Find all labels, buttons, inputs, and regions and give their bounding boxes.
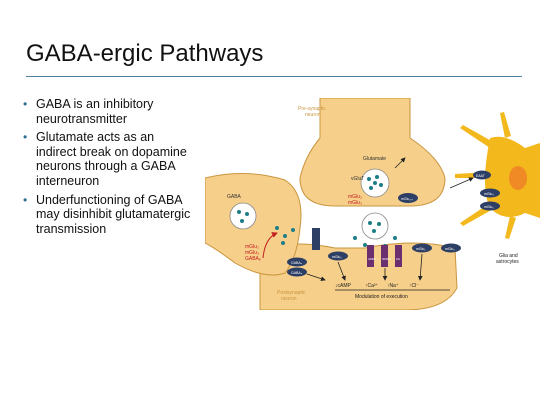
presynaptic-label-2: neuron [305, 112, 321, 118]
postsynaptic-label: Postsynaptic [277, 290, 306, 296]
gaba-a-receptor [287, 267, 307, 277]
camp-label: ↓cAMP [335, 283, 352, 289]
eaat-transporter [473, 170, 491, 180]
presyn-arrow [394, 157, 406, 169]
gaba-arrow [306, 273, 326, 282]
gaba-b-receptor [287, 257, 307, 267]
svg-text:EAAT: EAAT [476, 174, 486, 178]
svg-text:mGlu₅: mGlu₅ [484, 205, 494, 209]
postsynaptic-label-2: neuron [281, 296, 297, 302]
gaba-receptor-label-2: mGlu₃ [245, 250, 259, 256]
glutamate-dots [367, 175, 383, 190]
bullet-item: Glutamate acts as an indirect break on d… [22, 130, 192, 188]
astrocyte-nucleus [509, 166, 527, 190]
title-divider [26, 76, 522, 77]
mglu2-label: mGlu₂ [348, 194, 362, 200]
cl-label: ↑Cl⁻ [409, 283, 419, 289]
vglut-label: vGluT [351, 176, 364, 182]
glia-label: Glia and [499, 253, 518, 259]
gaba-receptor-label-1: mGlu₂ [245, 244, 259, 250]
svg-text:mGlu₂: mGlu₂ [332, 255, 342, 259]
svg-text:NMDA: NMDA [382, 257, 391, 261]
release-vesicle [361, 212, 389, 240]
mglu5-receptor [441, 243, 461, 253]
gaba-receptor-label-3: GABAₑ [245, 256, 261, 262]
ionotropic-receptors: AMPA NMDA KA [367, 245, 402, 267]
mglu1-arrow [417, 253, 423, 281]
bullet-item: Underfunctioning of GABA may disinhibit … [22, 193, 192, 237]
presynaptic-label: Pre-synaptic [298, 106, 326, 112]
modulation-label: Modulation of execution [355, 294, 408, 300]
svg-text:mGlu₄-₇: mGlu₄-₇ [401, 197, 414, 201]
ca-label: ↑Ca²⁺ [365, 283, 379, 289]
svg-text:AMPA: AMPA [368, 257, 376, 261]
red-inhibition-arrow [262, 232, 278, 259]
gaba-label: GABA [227, 194, 242, 200]
svg-text:mGlu₅: mGlu₅ [445, 247, 455, 251]
glia-label-2: astrocytes [496, 259, 519, 265]
mglu2-receptor [328, 251, 348, 261]
eaat-arrow [449, 177, 474, 189]
presynaptic-neuron [299, 98, 446, 207]
mglu47-receptor [398, 193, 418, 203]
svg-text:mGlu₃: mGlu₃ [484, 192, 494, 196]
svg-text:GABAₐ: GABAₐ [291, 271, 303, 275]
svg-text:mGlu₁: mGlu₁ [416, 247, 426, 251]
slide-title: GABA-ergic Pathways [26, 40, 264, 67]
mglu1-receptor [412, 243, 432, 253]
bullet-list: GABA is an inhibitory neurotransmitter G… [22, 97, 192, 240]
astro-mglu-receptor-1 [480, 188, 500, 198]
na-label: ↑Na⁺ [387, 283, 399, 289]
astro-mglu-receptor-2 [480, 201, 500, 211]
glutamate-label: Glutamate [363, 156, 386, 162]
gabab-receptor [312, 228, 320, 250]
camp-arrow [337, 261, 346, 281]
bullet-item: GABA is an inhibitory neurotransmitter [22, 97, 192, 126]
svg-text:GABAₑ: GABAₑ [291, 261, 303, 265]
synapse-diagram: Pre-synaptic neuron Glutamate vGluT mGlu… [205, 98, 540, 310]
gaba-vesicle [229, 202, 257, 230]
gaba-dots [237, 210, 295, 245]
svg-text:KA: KA [396, 257, 400, 261]
astrocyte [455, 112, 540, 239]
mglu3-label: mGlu₃ [348, 200, 362, 206]
